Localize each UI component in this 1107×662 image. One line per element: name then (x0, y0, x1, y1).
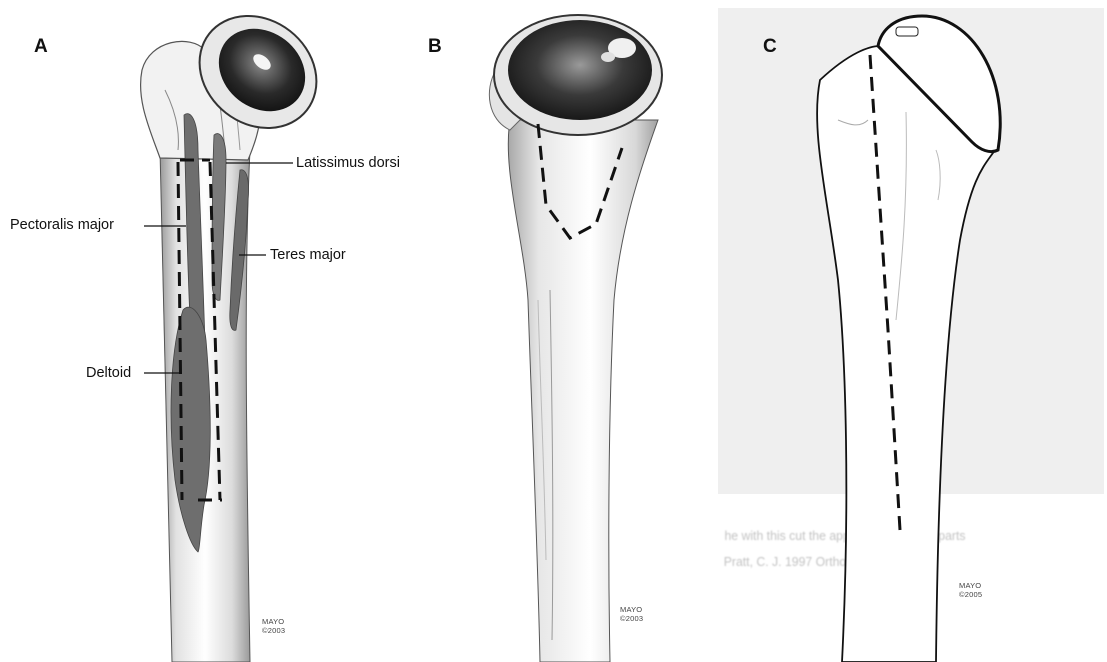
panel-b: B MAYO©2003 (440, 0, 710, 662)
credit-c: MAYO©2005 (959, 581, 982, 599)
humerus-shaft (508, 120, 658, 662)
label-teres-major: Teres major (270, 247, 346, 263)
humeral-head (494, 15, 662, 135)
panel-letter-c: C (763, 36, 777, 58)
head-notch (896, 27, 918, 36)
label-deltoid: Deltoid (86, 365, 131, 381)
panel-letter-b: B (428, 36, 442, 58)
humerus-c-illustration (710, 0, 1107, 662)
panel-a: A Latissimus dorsi Pectoralis major Tere… (0, 0, 440, 662)
humerus-a-illustration (0, 0, 440, 662)
credit-a: MAYO©2003 (262, 617, 285, 635)
panel-letter-a: A (34, 36, 48, 58)
label-latissimus-dorsi: Latissimus dorsi (296, 155, 400, 171)
humerus-b-illustration (440, 0, 710, 662)
label-pectoralis-major: Pectoralis major (10, 217, 114, 233)
panel-c: he with this cut the approach is well fo… (710, 0, 1107, 662)
credit-b: MAYO©2003 (620, 605, 643, 623)
